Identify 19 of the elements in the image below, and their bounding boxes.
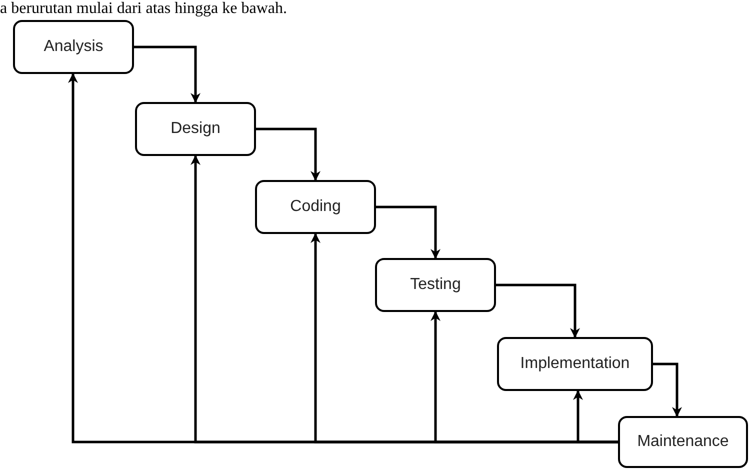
step-label: Testing	[410, 276, 461, 294]
arrow	[256, 128, 320, 181]
process-box	[13, 20, 134, 74]
step-label: Analysis	[44, 38, 104, 56]
process-box	[255, 180, 376, 234]
step-label: Coding	[290, 198, 341, 216]
arrow	[653, 362, 682, 417]
step-label: Maintenance	[637, 433, 729, 451]
process-box	[497, 337, 653, 391]
arrow	[573, 390, 618, 444]
arrow	[134, 46, 200, 103]
process-box	[135, 102, 256, 156]
arrow	[376, 206, 440, 259]
caption-text: a berurutan mulai dari atas hingga ke bawah.	[0, 0, 287, 17]
step-label: Implementation	[520, 355, 630, 373]
arrow	[496, 284, 580, 338]
step-label: Design	[170, 120, 220, 138]
process-box	[375, 258, 496, 312]
process-box	[618, 416, 748, 468]
